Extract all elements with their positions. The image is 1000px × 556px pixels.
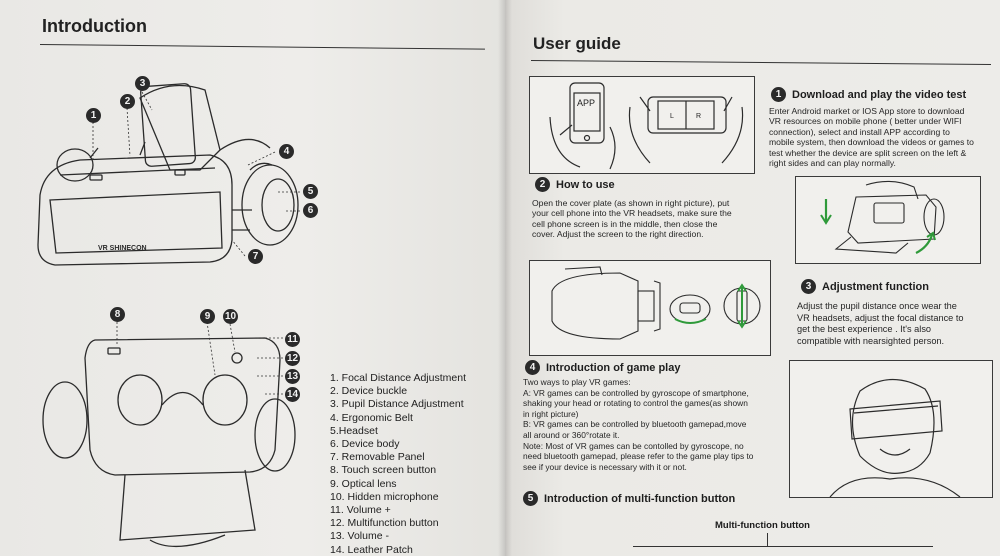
step-1-badge: 1	[771, 87, 786, 102]
step-3-title: 3 Adjustment function	[801, 279, 929, 294]
step-4-badge: 4	[525, 360, 540, 375]
text-line: Two ways to play VR games:	[523, 377, 631, 387]
part-item: 12. Multifunction button	[330, 517, 439, 530]
text-line: all around or 360°rotate it.	[523, 429, 620, 440]
step-2-text: Open the cover plate (as shown in right …	[532, 198, 762, 240]
callout-6: 6	[303, 203, 318, 218]
step-5-title: 5 Introduction of multi-function button	[523, 491, 735, 506]
text-line: get the best experience . It's also	[797, 324, 932, 335]
step-2-heading: How to use	[556, 178, 615, 191]
step-3-heading: Adjustment function	[822, 280, 929, 293]
callout-3: 3	[135, 76, 150, 91]
left-screen-label: L	[670, 113, 674, 120]
part-item: 1. Focal Distance Adjustment	[330, 372, 466, 384]
callout-8: 8	[110, 307, 125, 322]
callout-7: 7	[248, 249, 263, 264]
text-line: Adjust the pupil distance once wear the	[797, 301, 957, 311]
text-line: VR resources on mobile phone ( better un…	[769, 116, 962, 127]
part-item: 3. Pupil Distance Adjustment	[330, 398, 464, 411]
callout-5: 5	[303, 184, 318, 199]
step-3-text: Adjust the pupil distance once wear the …	[797, 301, 997, 347]
right-screen-label: R	[696, 113, 701, 120]
multi-function-button-label: Multi-function button	[715, 520, 810, 531]
text-line: see if your device is necessary with it …	[523, 461, 687, 472]
figure-wearing-headset	[789, 360, 993, 498]
parts-list: 1. Focal Distance Adjustment 2. Device b…	[330, 372, 466, 556]
text-line: test whether the device are split screen…	[769, 147, 967, 158]
step-1-heading: Download and play the video test	[792, 88, 967, 101]
part-item: 9. Optical lens	[330, 477, 397, 490]
app-label: APP	[577, 98, 595, 108]
part-item: 2. Device buckle	[330, 385, 408, 398]
figure-open-cover	[795, 176, 981, 264]
text-line: connection), select and install APP acco…	[769, 126, 950, 137]
text-line: in right picture)	[523, 408, 579, 419]
text-line: Open the cover plate (as shown in right …	[532, 198, 730, 208]
download-app-illustration: APP L R	[549, 82, 744, 170]
text-line: need bluetooth gamepad, please refer to …	[523, 451, 754, 462]
step-4-heading: Introduction of game play	[546, 361, 681, 374]
part-item: 6. Device body	[330, 438, 400, 451]
headset-back-illustration	[42, 321, 296, 548]
callout-1: 1	[86, 108, 101, 123]
step-1-title: 1 Download and play the video test	[771, 87, 966, 102]
step-5-badge: 5	[523, 491, 538, 506]
part-item: 4. Ergonomic Belt	[330, 411, 413, 424]
text-line: your cell phone into the VR headsets, ma…	[532, 208, 732, 219]
left-page: Introduction VR SHINECON	[0, 0, 505, 556]
text-line: Note: Most of VR games can be contolled …	[523, 440, 744, 451]
part-item: 10. Hidden microphone	[330, 490, 439, 503]
figure-adjustment	[529, 260, 771, 356]
step-4-text: Two ways to play VR games: A: VR games c…	[523, 377, 785, 472]
step-4-title: 4 Introduction of game play	[525, 360, 680, 375]
step-1-text: Enter Android market or IOS App store to…	[769, 106, 999, 168]
part-item: 14. Leather Patch	[330, 543, 413, 556]
callout-10: 10	[223, 309, 238, 324]
text-line: B: VR games can be controlled by bluetoo…	[523, 419, 747, 430]
right-page: User guide APP L R 1 Download and play t	[505, 0, 1000, 556]
user-guide-rule	[530, 60, 991, 66]
callout-4: 4	[279, 144, 294, 159]
text-line: cell phone screen is in the middle, then…	[532, 218, 718, 229]
step-3-badge: 3	[801, 279, 816, 294]
step-2-title: 2 How to use	[535, 177, 615, 192]
callout-2: 2	[120, 94, 135, 109]
callout-9: 9	[200, 309, 215, 324]
part-item: 5.Headset	[330, 424, 378, 437]
user-guide-title: User guide	[533, 34, 621, 53]
introduction-rule	[39, 44, 485, 50]
text-line: compatible with nearsighted person.	[797, 335, 945, 346]
text-line: Enter Android market or IOS App store to…	[769, 106, 965, 116]
step-5-heading: Introduction of multi-function button	[544, 492, 736, 505]
multi-function-pointer-v	[767, 533, 768, 547]
text-line: A: VR games can be controlled by gyrosco…	[523, 387, 749, 398]
part-item: 8. Touch screen button	[330, 464, 437, 477]
open-cover-illustration	[820, 180, 945, 254]
part-item: 13. Volume -	[330, 530, 389, 543]
part-item: 7. Removable Panel	[330, 451, 425, 464]
introduction-title: Introduction	[42, 16, 147, 36]
part-item: 11. Volume +	[330, 504, 391, 517]
callout-12: 12	[285, 351, 300, 366]
text-line: shaking your head or rotating to control…	[523, 398, 748, 409]
figure-download-app: APP L R	[529, 76, 755, 174]
text-line: mobile system, then download the videos …	[769, 137, 974, 148]
wearing-headset-illustration	[829, 378, 961, 498]
adjustment-illustration	[551, 266, 761, 340]
callout-11: 11	[285, 332, 300, 347]
headset-front-illustration: VR SHINECON	[37, 83, 300, 266]
text-line: VR headsets, adjust the focal distance t…	[797, 312, 964, 323]
callout-13: 13	[285, 369, 300, 384]
text-line: cover. Adjust the screen to the right di…	[532, 229, 704, 240]
step-2-badge: 2	[535, 177, 550, 192]
text-line: right sides and can play normally.	[769, 158, 896, 169]
headset-brand-label: VR SHINECON	[98, 245, 147, 252]
callout-14: 14	[285, 387, 300, 402]
multi-function-pointer-h	[633, 546, 933, 547]
